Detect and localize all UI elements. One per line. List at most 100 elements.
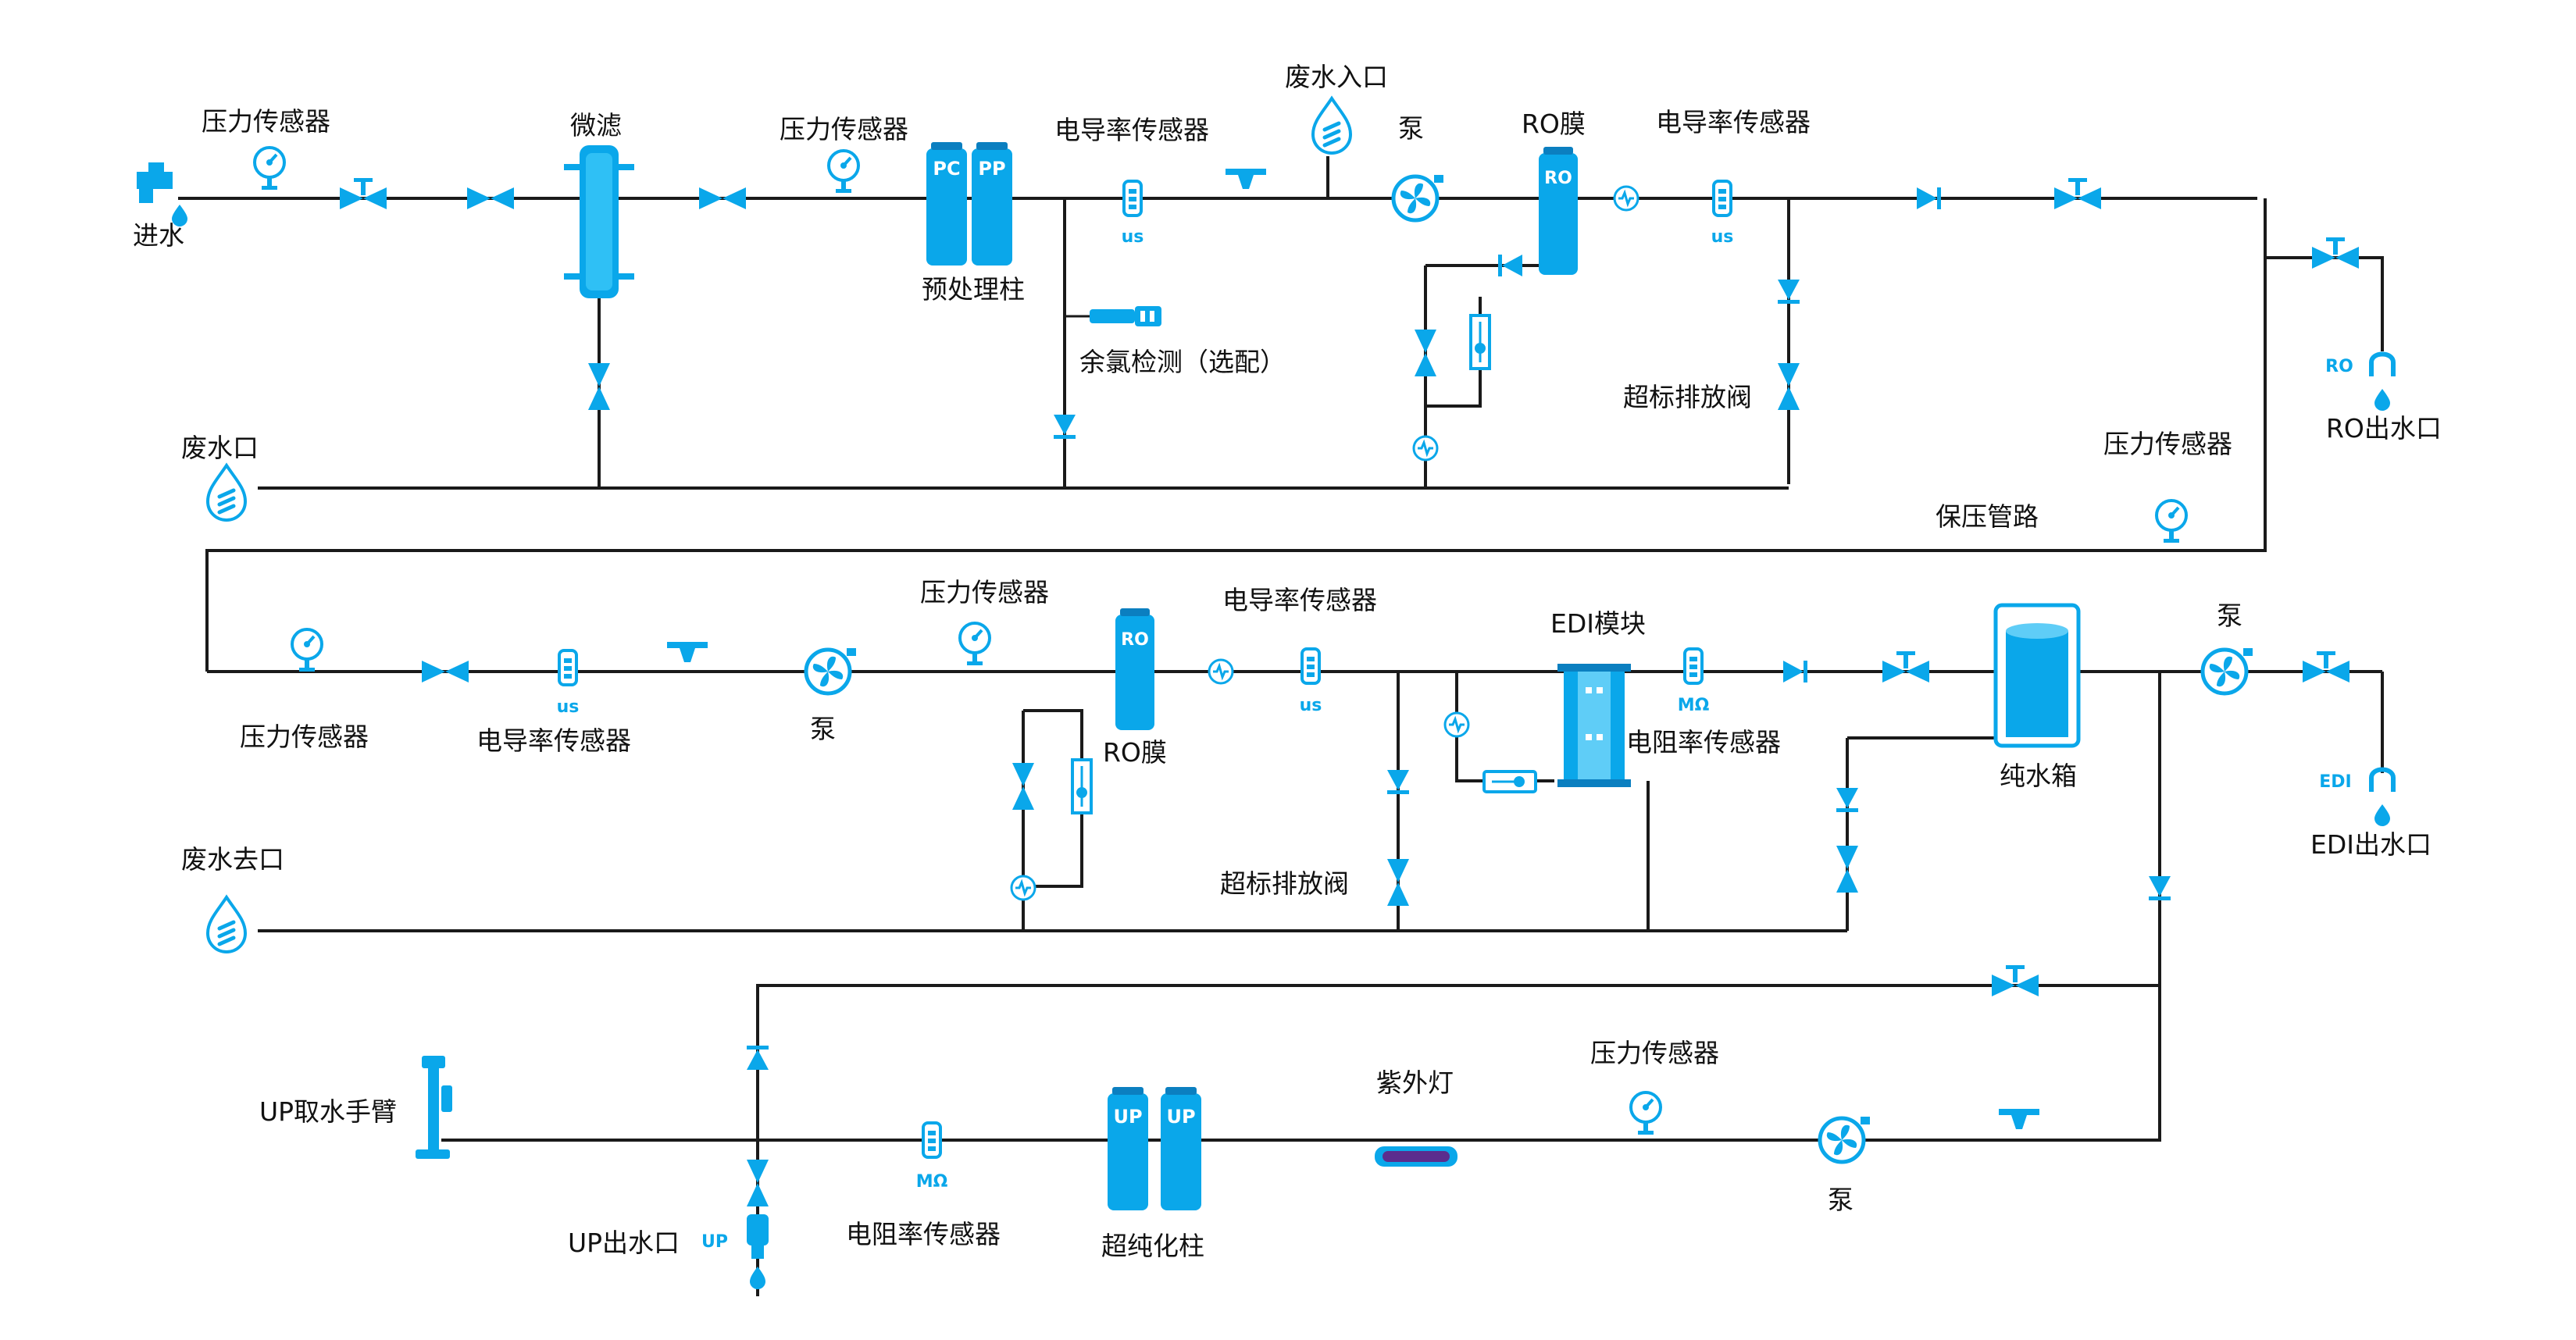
conductivity-sensor-icon — [1122, 180, 1143, 217]
ro-badge: RO — [1121, 630, 1149, 650]
valve-icon — [1778, 363, 1800, 410]
pressure-sensor-label: 压力传感器 — [2103, 429, 2232, 459]
up-arm-label: UP取水手臂 — [259, 1096, 397, 1127]
valve-icon — [1387, 859, 1409, 906]
ro-outlet-label: RO出水口 — [2326, 413, 2442, 444]
check-valve-icon — [747, 1046, 769, 1070]
pretreat-label: 预处理柱 — [922, 274, 1025, 305]
uv-lamp-icon — [1375, 1146, 1457, 1167]
waste-port-drop-icon — [208, 465, 245, 520]
flow-sensor-icon — [1010, 875, 1036, 901]
resist-sensor-label: 电阻率传感器 — [846, 1219, 1001, 1249]
ro-outlet-tap-icon — [2371, 355, 2393, 412]
uv-lamp-label: 紫外灯 — [1376, 1067, 1454, 1098]
check-valve-icon — [1836, 788, 1858, 812]
chlorine-probe-icon — [1065, 306, 1161, 326]
up-dispense-arm-icon — [416, 1056, 452, 1159]
pump-label: 泵 — [2217, 601, 2242, 631]
check-valve-icon — [1498, 255, 1522, 276]
inlet-faucet-icon — [137, 162, 187, 226]
pressure-sensor-label: 压力传感器 — [920, 577, 1049, 608]
cond-sensor-label: 电导率传感器 — [1656, 107, 1811, 137]
valve-icon — [1882, 651, 1929, 682]
edi-outlet-label: EDI出水口 — [2310, 829, 2432, 860]
valve-icon — [2312, 237, 2359, 269]
us-unit: us — [1711, 227, 1734, 247]
valve-icon — [588, 363, 610, 410]
us-unit: us — [557, 697, 580, 717]
overlimit-valve-label: 超标排放阀 — [1623, 382, 1752, 412]
flow-sensor-icon — [1613, 185, 1639, 212]
pressure-sensor-label: 压力传感器 — [240, 722, 369, 752]
pp-badge: PP — [978, 158, 1005, 180]
valve-icon — [1012, 763, 1034, 810]
hold-pressure-line-label: 保压管路 — [1936, 501, 2039, 532]
ro-membrane-label: RO膜 — [1103, 737, 1167, 768]
mohm-unit: MΩ — [1678, 696, 1710, 715]
pressure-gauge-icon — [291, 628, 323, 673]
cond-sensor-label: 电导率传感器 — [476, 725, 631, 756]
valve-icon — [747, 1160, 769, 1206]
pc-badge: PC — [933, 158, 960, 180]
pump-icon — [2203, 648, 2253, 693]
pump-icon — [1393, 175, 1443, 220]
up-col-badge: UP — [1113, 1106, 1142, 1128]
ro-membrane-icon: RO — [1115, 608, 1154, 730]
check-valve-icon — [1917, 187, 1941, 209]
flowmeter-icon — [1071, 758, 1093, 814]
valve-icon — [422, 661, 469, 682]
waste-inlet-label: 废水入口 — [1285, 62, 1388, 92]
up-outlet-label: UP出水口 — [568, 1228, 680, 1258]
edi-probe-icon — [1482, 770, 1537, 793]
pump-label: 泵 — [1398, 113, 1424, 144]
check-valve-icon — [1054, 415, 1076, 439]
up-outlet-icon — [747, 1214, 769, 1289]
mohm-unit: MΩ — [916, 1172, 948, 1192]
valve-icon — [1836, 846, 1858, 893]
up-col-badge: UP — [1166, 1106, 1195, 1128]
pump-icon — [1820, 1117, 1870, 1162]
pressure-sensor-label: 压力传感器 — [202, 106, 330, 137]
valve-icon — [699, 187, 746, 209]
conductivity-sensor-icon — [1712, 180, 1732, 217]
pressure-sensor-label: 压力传感器 — [1590, 1038, 1719, 1068]
valve-icon — [2303, 651, 2349, 682]
conductivity-sensor-icon — [558, 649, 578, 686]
resist-sensor-label: 电阻率传感器 — [1626, 727, 1781, 757]
pressure-sensor-label: 压力传感器 — [780, 114, 908, 144]
waste-inlet-drop-icon — [1313, 98, 1350, 153]
pressure-gauge-icon — [827, 149, 860, 194]
waste-out-drop-icon — [208, 897, 245, 952]
resistivity-sensor-icon — [1683, 647, 1704, 685]
edi-outlet-badge: EDI — [2319, 772, 2351, 792]
check-valve-icon — [1783, 661, 1807, 682]
edi-module-label: EDI模块 — [1550, 608, 1646, 639]
ro-outlet-badge: RO — [2325, 357, 2353, 376]
tee-icon — [1999, 1109, 2039, 1129]
flowmeter-icon — [1469, 314, 1491, 370]
microfilter-label: 微滤 — [570, 110, 622, 141]
chlorine-label: 余氯检测（选配） — [1079, 347, 1286, 377]
flow-sensor-icon — [1208, 658, 1234, 685]
valve-icon — [1992, 965, 2039, 996]
flow-sensor-icon — [1412, 435, 1439, 462]
pump-label: 泵 — [810, 714, 836, 744]
pure-tank-label: 纯水箱 — [2000, 761, 2077, 791]
valve-icon — [1415, 330, 1436, 376]
us-unit: us — [1300, 696, 1322, 715]
check-valve-icon — [1778, 280, 1800, 304]
cond-sensor-label: 电导率传感器 — [1054, 115, 1209, 145]
edi-outlet-tap-icon — [2371, 770, 2393, 827]
pressure-gauge-icon — [253, 146, 286, 191]
ro-badge: RO — [1544, 169, 1572, 188]
ro-membrane-icon: RO — [1539, 147, 1578, 275]
tee-icon — [1226, 169, 1266, 189]
valve-icon — [467, 187, 514, 209]
valve-icon — [340, 178, 387, 209]
conductivity-sensor-icon — [1300, 647, 1321, 685]
valve-icon — [2054, 178, 2101, 209]
cond-sensor-label: 电导率传感器 — [1222, 585, 1377, 615]
up-badge: UP — [701, 1232, 728, 1252]
pump-icon — [806, 648, 856, 693]
